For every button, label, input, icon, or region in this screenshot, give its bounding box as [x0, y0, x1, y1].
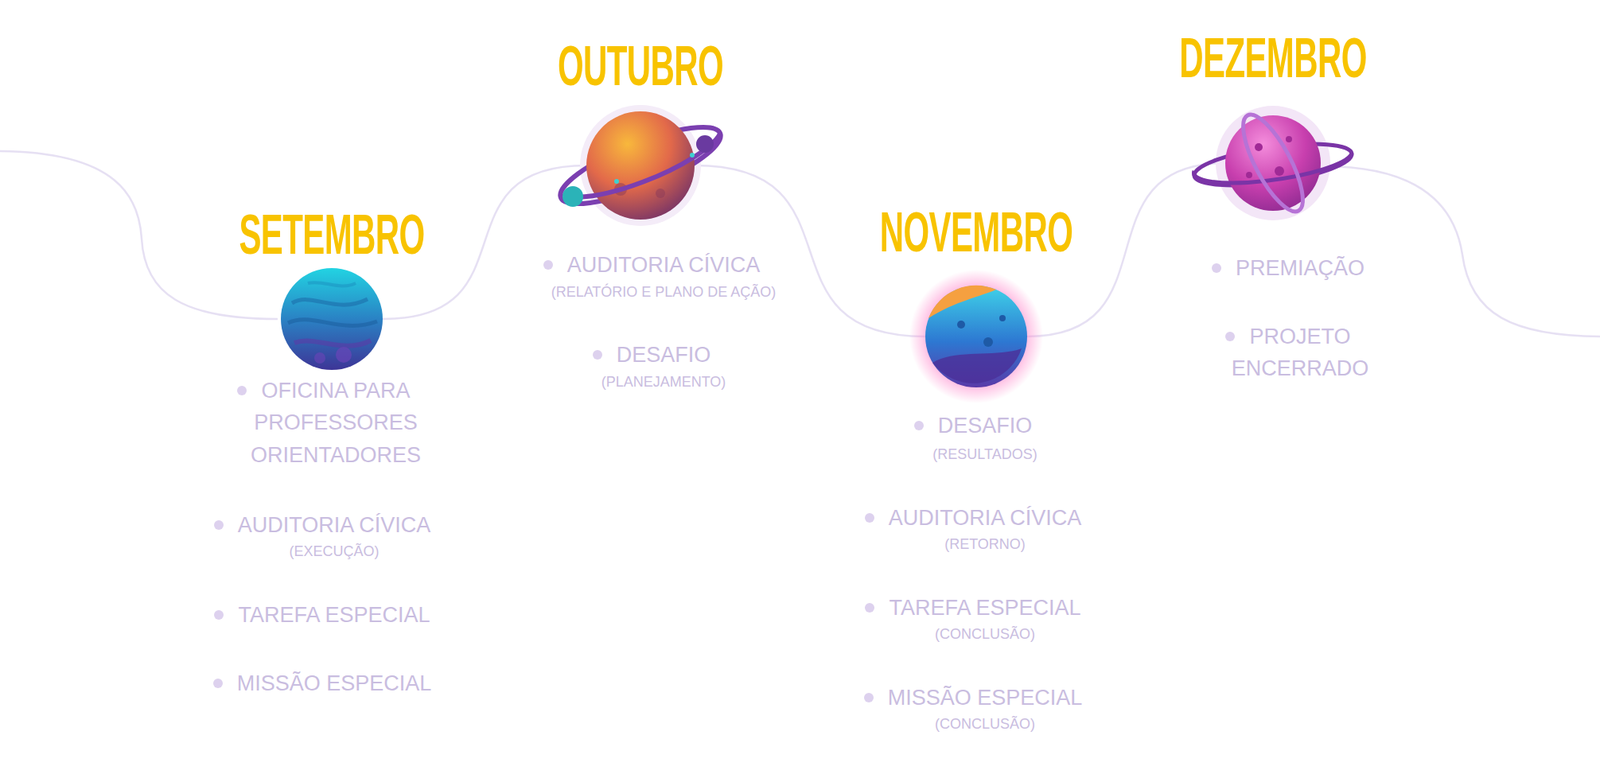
activity-item: PROJETO ENCERRADO	[1216, 320, 1384, 386]
month-planet: DEZEMBRO	[1097, 22, 1449, 251]
activity-note: (EXECUÇÃO)	[288, 543, 379, 561]
activity-item: PREMIAÇÃO	[1235, 252, 1365, 285]
activity-item: AUDITORIA CÍVICA	[567, 249, 761, 282]
activity-item: TAREFA ESPECIAL	[237, 599, 430, 632]
activity-note: (CONCLUSÃO)	[934, 626, 1036, 644]
planet-icon	[272, 259, 392, 379]
activity-note: (CONCLUSÃO)	[934, 716, 1036, 734]
bullet-dot	[543, 260, 553, 270]
activity-item: AUDITORIA CÍVICA	[888, 502, 1083, 535]
month-heading: SETEMBRO	[226, 198, 437, 271]
month-planet: NOVEMBRO	[801, 196, 1152, 405]
bullet-dot	[1225, 331, 1235, 342]
month-heading: DEZEMBRO	[1167, 22, 1379, 94]
month-planet: SETEMBRO	[156, 198, 507, 379]
activity-item: MISSÃO ESPECIAL	[887, 681, 1083, 715]
activity-item: TAREFA ESPECIAL	[888, 591, 1081, 625]
bullet-dot	[214, 520, 224, 530]
activity-item: MISSÃO ESPECIAL	[237, 667, 433, 701]
bullet-dot	[1211, 263, 1222, 273]
bullet-dot	[864, 603, 875, 613]
activity-note: (RELATÓRIO E PLANO DE AÇÃO)	[551, 284, 777, 302]
bullet-dot	[864, 692, 874, 703]
bullet-dot	[592, 350, 603, 360]
activity-note: (PLANEJAMENTO)	[601, 373, 727, 392]
planet-icon	[1185, 75, 1361, 251]
orbit-line-start	[0, 151, 278, 320]
planet-icon	[908, 268, 1044, 405]
activity-item: AUDITORIA CÍVICA	[237, 509, 432, 542]
activity-item: DESAFIO	[616, 338, 712, 372]
bullet-dot	[914, 420, 924, 431]
bullet-dot	[237, 385, 247, 396]
month-planet: OUTUBRO	[465, 30, 816, 234]
activity-note: (RETORNO)	[944, 536, 1026, 554]
activity-item: DESAFIO	[938, 409, 1033, 443]
activity-item: OFICINA PARA PROFESSORES ORIENTADORES	[236, 374, 436, 472]
bullet-dot	[213, 678, 223, 689]
bullet-dot	[864, 513, 875, 523]
planet-icon	[541, 97, 740, 234]
activity-note: (RESULTADOS)	[932, 446, 1037, 464]
month-heading: NOVEMBRO	[871, 196, 1082, 269]
bullet-dot	[214, 610, 224, 620]
orbit-line-end	[1323, 166, 1600, 337]
month-heading: OUTUBRO	[535, 30, 746, 102]
